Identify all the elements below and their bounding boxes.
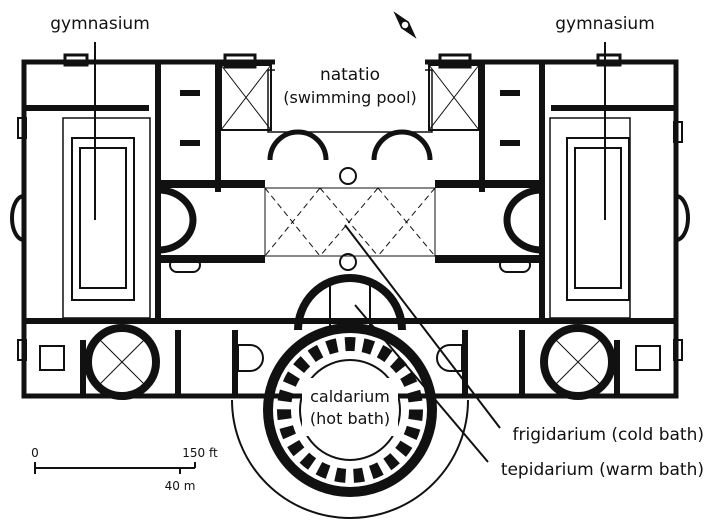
gymnasium-right-label: gymnasium: [555, 14, 655, 34]
exedrae: [157, 186, 543, 273]
caldarium-sub-label: (hot bath): [310, 409, 390, 428]
north-arrow-icon: [393, 11, 417, 39]
natatio-sub-label: (swimming pool): [283, 88, 417, 107]
lower-circular-rooms: [39, 324, 661, 400]
label-bg: [302, 378, 398, 436]
label-bg: [40, 8, 160, 34]
scale-meters-label: 40 m: [165, 479, 196, 493]
label-bg: [545, 8, 665, 34]
scale-bar: [34, 462, 196, 474]
natatio-label: natatio: [320, 65, 380, 85]
caldarium-label: caldarium: [310, 387, 390, 406]
label-bg: [275, 58, 425, 120]
frigidarium-label: frigidarium (cold bath): [513, 425, 704, 445]
gymnasium-right-court: [549, 42, 631, 319]
gymnasium-left-label: gymnasium: [50, 14, 150, 34]
tepidarium-label: tepidarium (warm bath): [501, 460, 704, 480]
scale-zero-label: 0: [31, 446, 39, 460]
frigidarium-hall: [264, 187, 436, 271]
scale-feet-label: 150 ft: [182, 446, 218, 460]
gymnasium-left-court: [62, 42, 151, 319]
leader-lines: [344, 224, 501, 463]
